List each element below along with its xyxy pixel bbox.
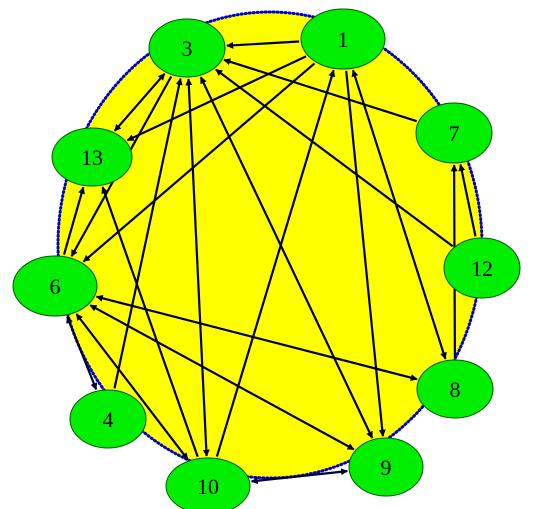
- node-4-shape: [69, 389, 147, 449]
- edge-1-3: [226, 40, 300, 49]
- node-1: 1: [300, 8, 386, 70]
- node-7-label: 7: [449, 121, 460, 146]
- node-12-label: 12: [471, 256, 493, 281]
- edge-10-9: [250, 468, 348, 485]
- node-8-shape: [416, 359, 494, 419]
- node-3-label: 3: [182, 36, 193, 61]
- edge-12-7: [458, 163, 477, 237]
- node-9-shape: [348, 437, 424, 497]
- node-3: 3: [148, 18, 226, 78]
- node-8-label: 8: [450, 377, 461, 402]
- node-1-label: 1: [338, 27, 349, 52]
- edge-6-4: [66, 316, 98, 391]
- node-9-label: 9: [381, 455, 392, 480]
- node-7: 7: [415, 102, 493, 164]
- node-9: 9: [348, 437, 424, 497]
- node-13-shape: [51, 127, 133, 187]
- node-12: 12: [443, 237, 521, 299]
- nodes-layer: 3 1 13 7 6 12 8 4 9 10: [12, 8, 521, 509]
- node-10: 10: [165, 457, 251, 509]
- node-10-label: 10: [197, 474, 219, 499]
- node-12-shape: [443, 237, 521, 299]
- node-13-label: 13: [81, 145, 103, 170]
- node-8: 8: [416, 359, 494, 419]
- node-4-label: 4: [103, 407, 114, 432]
- node-1-shape: [300, 8, 386, 70]
- node-6-shape: [12, 255, 98, 317]
- node-6-label: 6: [50, 274, 61, 299]
- node-10-shape: [165, 457, 251, 509]
- edge-3-13: [113, 72, 166, 132]
- edge-13-10: [101, 186, 199, 458]
- node-13: 13: [51, 127, 133, 187]
- node-6: 6: [12, 255, 98, 317]
- node-4: 4: [69, 389, 147, 449]
- edge-6-13: [62, 186, 85, 256]
- node-3-shape: [148, 18, 226, 78]
- node-7-shape: [415, 102, 493, 164]
